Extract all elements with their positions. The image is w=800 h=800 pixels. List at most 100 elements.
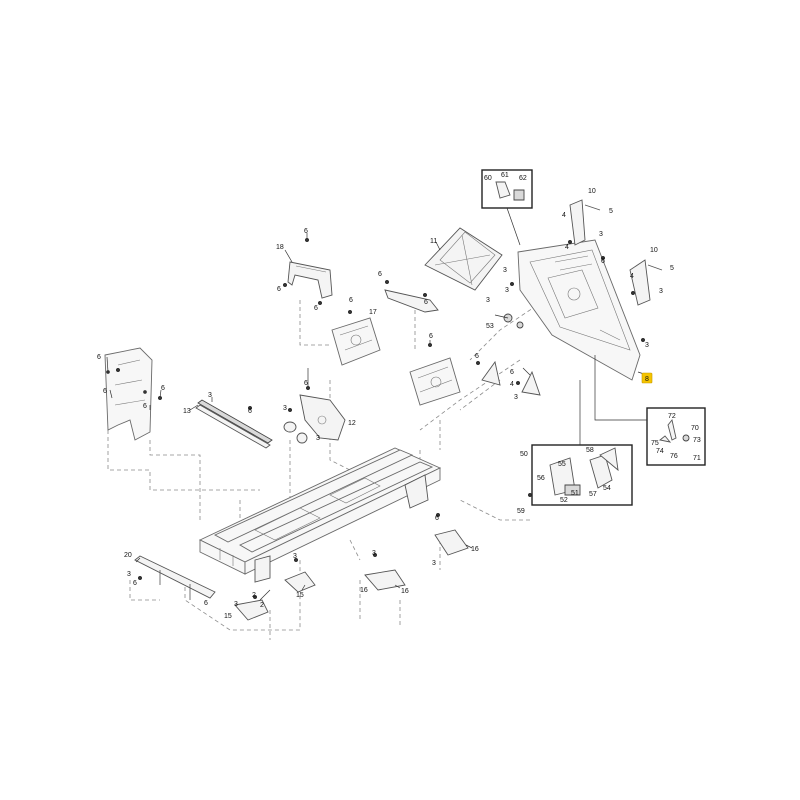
assembly-guide-lines: [107, 289, 561, 640]
link-part-17: [384, 289, 439, 313]
callout-3: 3: [372, 550, 376, 557]
callout-11: 11: [430, 238, 437, 245]
callout-4: 4: [510, 381, 514, 388]
callout-16: 16: [401, 588, 409, 595]
callout-6: 6: [424, 299, 428, 306]
callout-72: 72: [668, 413, 676, 420]
callout-2: 2: [260, 602, 264, 609]
callout-4: 4: [565, 244, 569, 251]
callout-73: 73: [693, 437, 701, 444]
bracket-part-12: [283, 394, 346, 444]
leader-lines: [106, 233, 651, 601]
callout-51: 51: [571, 490, 579, 497]
control-plate-left: [331, 317, 381, 366]
detail-box-50: [531, 380, 633, 506]
callout-6: 6: [133, 580, 137, 587]
bracket-part-16-right: [434, 529, 469, 556]
callout-17: 17: [369, 309, 377, 316]
callout-6: 6: [143, 403, 147, 410]
callout-3: 3: [208, 392, 212, 399]
callout-6: 6: [429, 333, 433, 340]
callout-3: 3: [514, 394, 518, 401]
callout-55: 55: [558, 461, 566, 468]
callout-6: 6: [277, 286, 281, 293]
callout-76: 76: [670, 453, 678, 460]
chassis-frame: [198, 447, 442, 583]
callout-labels: 6 6 6 6 13 3 6 18 6 6 6 6 17 6 6 6 6 3 3…: [97, 172, 701, 620]
callout-3: 3: [234, 601, 238, 608]
callout-6: 6: [510, 369, 514, 376]
callout-4: 4: [562, 212, 566, 219]
callout-20: 20: [124, 552, 132, 559]
callout-6: 6: [349, 297, 353, 304]
callout-6: 6: [475, 353, 479, 360]
bracket-part-15-left: [234, 599, 269, 621]
support-plate-a: [481, 360, 501, 386]
callout-16: 16: [360, 587, 368, 594]
callout-18: 18: [276, 244, 284, 251]
callout-6: 6: [97, 354, 101, 361]
callout-71: 71: [693, 455, 701, 462]
callout-10: 10: [650, 247, 658, 254]
callout-3: 3: [645, 342, 649, 349]
side-bracket-lower: [629, 259, 663, 306]
callout-74: 74: [656, 448, 664, 455]
callout-3: 3: [127, 571, 131, 578]
callout-58: 58: [586, 447, 594, 454]
main-panel-part-8: [517, 239, 641, 381]
left-upright-post: [104, 347, 153, 441]
callout-3: 3: [293, 553, 297, 560]
callout-2: 2: [252, 592, 256, 599]
callout-16: 16: [471, 546, 479, 553]
callout-3: 3: [503, 267, 507, 274]
support-plate-b: [521, 370, 541, 396]
detail-box-70: [594, 355, 706, 466]
callout-5: 5: [670, 265, 674, 272]
callout-6: 6: [103, 388, 107, 395]
callout-75: 75: [651, 440, 659, 447]
callout-6: 6: [204, 600, 208, 607]
callout-6: 6: [304, 380, 308, 387]
callout-6: 6: [435, 515, 439, 522]
callout-15: 15: [296, 592, 304, 599]
control-plate-right: [409, 357, 461, 406]
callout-52: 52: [560, 497, 568, 504]
callout-13: 13: [183, 408, 191, 415]
callout-50: 50: [520, 451, 528, 458]
bar-part-20: [134, 555, 216, 600]
callout-62: 62: [519, 175, 527, 182]
callout-57: 57: [589, 491, 597, 498]
callout-6: 6: [248, 408, 252, 415]
callout-70: 70: [691, 425, 699, 432]
callout-59: 59: [517, 508, 525, 515]
callout-6: 6: [304, 228, 308, 235]
callout-54: 54: [603, 485, 611, 492]
callout-3: 3: [505, 287, 509, 294]
callout-56: 56: [537, 475, 545, 482]
callout-4: 4: [630, 273, 634, 280]
callout-3: 3: [432, 560, 436, 567]
callout-6: 6: [314, 305, 318, 312]
side-bracket-upper: [569, 199, 601, 246]
callout-5: 5: [609, 208, 613, 215]
fasteners: [115, 237, 646, 600]
callout-53: 53: [486, 323, 494, 330]
callout-3: 3: [316, 435, 320, 442]
bracket-part-18: [287, 261, 333, 299]
highlighted-callout-8[interactable]: 8: [641, 372, 653, 384]
detail-box-60: [481, 169, 533, 246]
seat-bracket-part-11: [424, 227, 503, 291]
callout-60: 60: [484, 175, 492, 182]
rod-part-13: [195, 399, 273, 449]
callout-12: 12: [348, 420, 356, 427]
callout-3: 3: [486, 297, 490, 304]
bracket-part-15-center: [284, 571, 316, 593]
callout-6: 6: [161, 385, 165, 392]
callout-3: 3: [659, 288, 663, 295]
callout-8: 8: [645, 376, 649, 383]
callout-61: 61: [501, 172, 509, 179]
callout-6: 6: [378, 271, 382, 278]
callout-3: 3: [599, 231, 603, 238]
callout-15: 15: [224, 613, 232, 620]
